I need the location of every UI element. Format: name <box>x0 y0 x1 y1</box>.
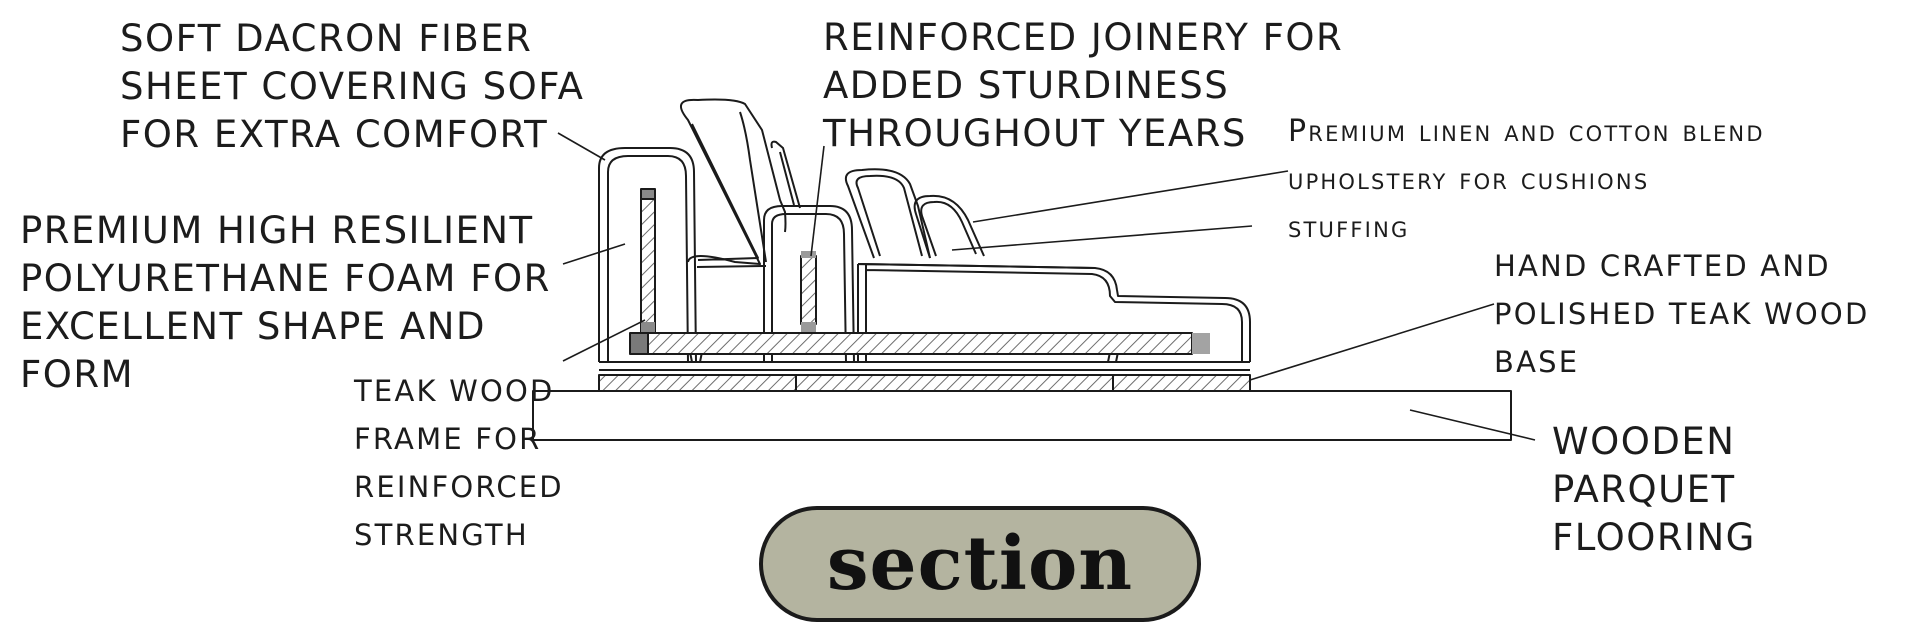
parquet-floor <box>532 390 1512 441</box>
seat-back-cushion-1 <box>844 168 931 259</box>
back-slat <box>770 140 801 209</box>
left-frame-post <box>640 197 656 333</box>
callout-parquet: WOODEN PARQUET FLOORING <box>1552 420 1756 559</box>
callout-dacron: SOFT DACRON FIBER SHEET COVERING SOFA FO… <box>120 17 585 156</box>
middle-frame-post <box>800 255 817 325</box>
callout-joinery: REINFORCED JOINERY FOR ADDED STURDINESS … <box>823 16 1344 155</box>
seat-cushion <box>857 263 1251 362</box>
leader-joinery <box>810 145 825 257</box>
left-arm <box>598 147 697 363</box>
teak-frame <box>645 332 1193 355</box>
teak-base <box>598 374 1251 392</box>
middle-post <box>763 205 855 363</box>
leader-teak-base <box>1249 303 1495 381</box>
callout-teak-base: HAND CRAFTED AND POLISHED TEAK WOOD BASE <box>1494 249 1870 379</box>
seat-back-cushion-2 <box>913 194 985 259</box>
leader-linen-2 <box>951 225 1253 251</box>
callout-linen: Premium linen and cotton blend upholster… <box>1288 114 1765 245</box>
leader-foam <box>562 243 626 265</box>
leader-parquet <box>1409 409 1536 441</box>
leader-linen-1 <box>972 170 1289 223</box>
leader-teak-frame <box>562 319 646 362</box>
back-cushion <box>679 98 787 265</box>
section-title: section <box>826 521 1134 607</box>
leader-dacron <box>557 132 606 161</box>
section-title-badge: section <box>759 506 1201 622</box>
callout-teak-frame: TEAK WOOD FRAME FOR REINFORCED STRENGTH <box>354 374 564 552</box>
callout-foam: PREMIUM HIGH RESILIENT POLYURETHANE FOAM… <box>20 209 551 396</box>
